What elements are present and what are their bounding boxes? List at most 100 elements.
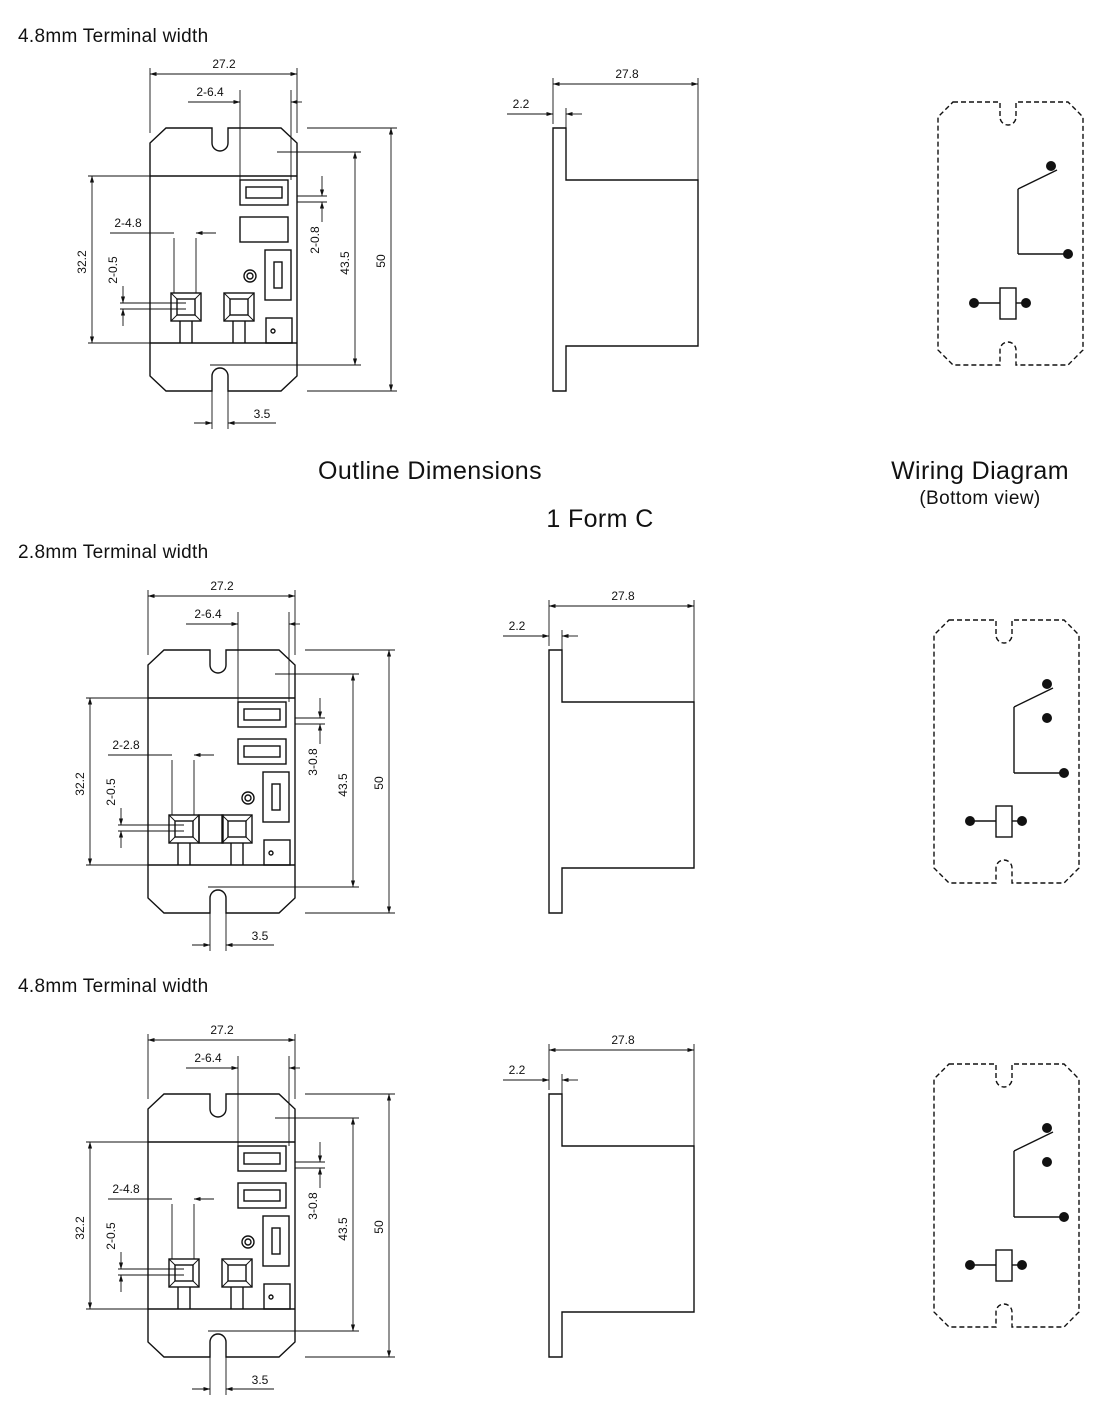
contact-label: 3-0.8 (306, 748, 320, 776)
coil-terminal-inner (174, 1264, 194, 1282)
relay-body-outline (147, 1093, 296, 1358)
height-322-label: 32.2 (73, 772, 87, 796)
side-view-outline (548, 1093, 695, 1358)
side-width-label: 27.8 (611, 1033, 635, 1047)
coil-bridge (198, 814, 224, 844)
terminal-edge (170, 314, 178, 322)
wiring-diagram-3 (933, 1063, 1080, 1328)
outline-dimensions-title: Outline Dimensions (318, 457, 542, 485)
switch-blade (1013, 687, 1054, 708)
terminal-edge (168, 836, 176, 844)
height-322-label: 32.2 (75, 250, 89, 274)
no-terminal-dot (1042, 713, 1052, 723)
terminal-width-label: 2-4.8 (112, 1182, 140, 1196)
flange-label: 2.2 (509, 1063, 526, 1077)
terminal-edge (221, 1280, 229, 1288)
wiring-diagram-subtitle: (Bottom view) (919, 488, 1040, 509)
terminal-edge (194, 292, 202, 300)
switch-blade (1013, 1131, 1054, 1152)
terminal-edge (168, 814, 176, 822)
width-label: 27.2 (210, 1023, 234, 1037)
height-322-label: 32.2 (73, 1216, 87, 1240)
side-width-label: 27.8 (615, 67, 639, 81)
wiring-outline (937, 101, 1084, 366)
nc-terminal-dot (1042, 1123, 1052, 1133)
contact-blade-slot (243, 708, 281, 721)
coil-terminal (223, 292, 255, 322)
flange-label: 2.2 (513, 97, 530, 111)
wiring-outline (933, 1063, 1080, 1328)
contact-blade (239, 179, 289, 206)
coil-terminal (221, 1258, 253, 1288)
terminal-edge (245, 814, 253, 822)
terminal-edge (245, 1280, 253, 1288)
coil-terminal-dot (1017, 1260, 1027, 1270)
switch-blade (1017, 169, 1058, 190)
coil-symbol (995, 1249, 1013, 1282)
side-view-outline (548, 649, 695, 914)
height-435-label: 43.5 (336, 1217, 350, 1241)
terminal-edge (247, 292, 255, 300)
terminal-width-label: 2-4.8 (114, 216, 142, 230)
coil-terminal (170, 292, 202, 322)
contact-blade-slot (243, 1152, 281, 1165)
contact-blade-slot (245, 186, 283, 199)
terminal-edge (192, 1258, 200, 1266)
terminal-edge (168, 1258, 176, 1266)
pin-label: 2-0.5 (106, 256, 120, 284)
marker-box (265, 317, 293, 344)
rivet-inner (246, 272, 254, 280)
terminal-edge (223, 314, 231, 322)
coil-terminal-inner (227, 1264, 247, 1282)
contact-blade (237, 701, 287, 728)
terminal-edge (194, 314, 202, 322)
side-width-label: 27.8 (611, 589, 635, 603)
width-label: 27.2 (210, 579, 234, 593)
terminal-edge (221, 1258, 229, 1266)
pin-label: 2-0.5 (104, 778, 118, 806)
rivet (241, 791, 255, 805)
coil-symbol (995, 805, 1013, 838)
terminal-edge (223, 292, 231, 300)
pin-label: 2-0.5 (104, 1222, 118, 1250)
nc-terminal-dot (1046, 161, 1056, 171)
rivet-inner (244, 1238, 252, 1246)
coil-terminal-inner (174, 820, 194, 838)
marker-dot (268, 1294, 274, 1300)
slot-label: 2-6.4 (196, 85, 224, 99)
rivet (243, 269, 257, 283)
contact-blade-slot (243, 745, 281, 758)
terminal-edge (170, 292, 178, 300)
terminal-edge (245, 836, 253, 844)
contact-blade (239, 216, 289, 243)
marker-dot (268, 850, 274, 856)
wiring-outline (933, 619, 1080, 884)
terminal-edge (192, 814, 200, 822)
coil-terminal-inner (176, 298, 196, 316)
coil-terminal-dot (1017, 816, 1027, 826)
side-view-outline (552, 127, 699, 392)
relay-body-outline (147, 649, 296, 914)
contact-blade (237, 738, 287, 765)
coil-terminal-dot (969, 298, 979, 308)
coil-terminal (221, 814, 253, 844)
section-label-2: 2.8mm Terminal width (18, 542, 208, 563)
section-label-3: 4.8mm Terminal width (18, 976, 208, 997)
terminal-edge (192, 836, 200, 844)
pitch-label: 3.5 (252, 929, 269, 943)
wiring-diagram-title: Wiring Diagram (891, 457, 1069, 485)
pitch-label: 3.5 (252, 1373, 269, 1387)
relay-body-outline (149, 127, 298, 392)
form-type-title: 1 Form C (546, 505, 653, 533)
height-435-label: 43.5 (338, 251, 352, 275)
coil-symbol (999, 287, 1017, 320)
coil-terminal-dot (965, 1260, 975, 1270)
width-label: 27.2 (212, 57, 236, 71)
common-blade (264, 249, 292, 301)
contact-blade-slot (243, 1189, 281, 1202)
